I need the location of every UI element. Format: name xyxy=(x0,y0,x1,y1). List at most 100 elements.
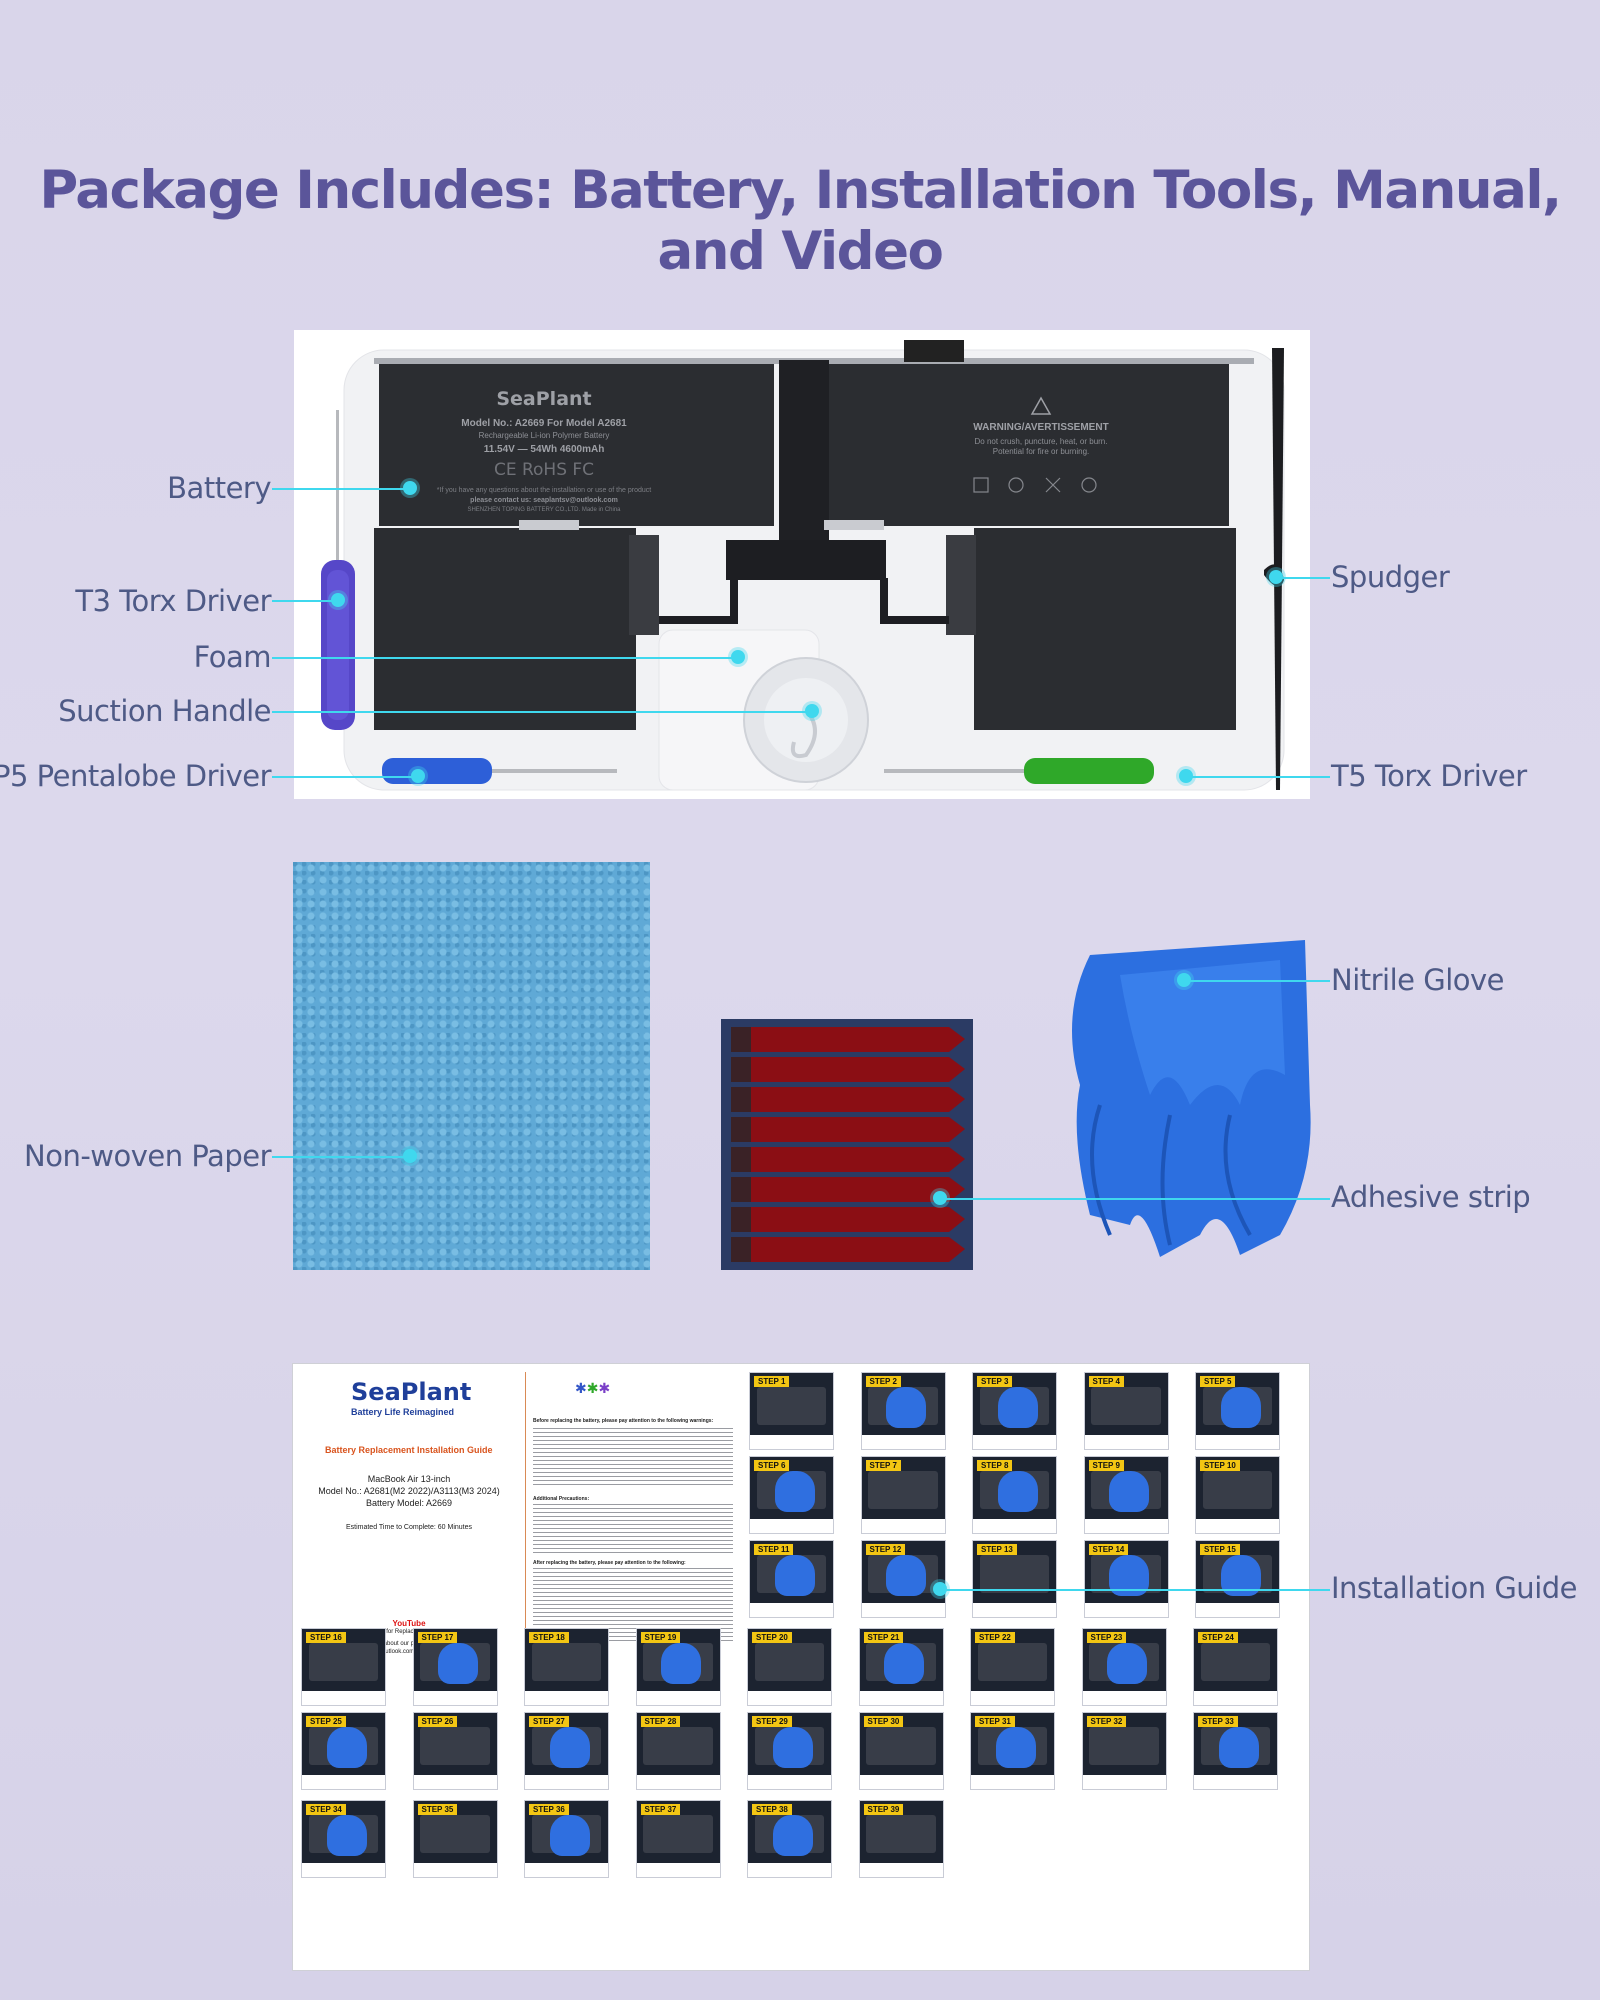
guide-step-label: STEP 14 xyxy=(1088,1544,1129,1555)
guide-step-thumbnail: STEP 19 xyxy=(635,1628,721,1706)
guide-step-label: STEP 4 xyxy=(1088,1376,1124,1387)
guide-step-thumbnail: STEP 32 xyxy=(1081,1712,1167,1790)
guide-step-thumbnail: STEP 4 xyxy=(1083,1372,1169,1450)
battery-warning-line1: Do not crush, puncture, heat, or burn. xyxy=(975,437,1108,446)
callout-dot-adhesive xyxy=(933,1191,947,1205)
guide-step-thumbnail: STEP 31 xyxy=(970,1712,1055,1790)
p5-driver-handle xyxy=(382,758,492,784)
guide-step-label: STEP 12 xyxy=(865,1544,906,1555)
non-woven-paper xyxy=(293,862,650,1270)
callout-nitrile-glove: Nitrile Glove xyxy=(1331,963,1505,997)
callout-installation-guide: Installation Guide xyxy=(1331,1571,1578,1605)
adhesive-strip-tab xyxy=(731,1147,751,1172)
guide-section-warnings: Before replacing the battery, please pay… xyxy=(533,1418,714,1424)
guide-step-label: STEP 22 xyxy=(975,1632,1015,1643)
callout-dot-glove xyxy=(1177,973,1191,987)
callout-p5-pentalobe-driver: P5 Pentalobe Driver xyxy=(0,759,271,793)
callout-t3-torx-driver: T3 Torx Driver xyxy=(75,584,271,618)
guide-step-thumbnail: STEP 15 xyxy=(1195,1540,1280,1618)
guide-step-label: STEP 28 xyxy=(640,1716,681,1727)
adhesive-strip xyxy=(751,1147,965,1172)
adhesive-strip xyxy=(751,1057,965,1082)
nitrile-gloves xyxy=(1040,935,1320,1265)
battery-warning-line2: Potential for fire or burning. xyxy=(993,447,1090,456)
adhesive-strip xyxy=(751,1117,965,1142)
warning-triangle-icon xyxy=(1030,396,1052,415)
adhesive-strip xyxy=(751,1087,965,1112)
guide-step-label: STEP 18 xyxy=(529,1632,569,1643)
callout-dot-battery xyxy=(403,481,417,495)
guide-step-label: STEP 3 xyxy=(977,1376,1013,1387)
adhesive-strip-tab xyxy=(731,1207,751,1232)
callout-battery: Battery xyxy=(167,471,271,505)
callout-dot-p5 xyxy=(411,769,425,783)
screw-icons: ✱✱✱ xyxy=(575,1380,611,1396)
callout-line-adhesive xyxy=(940,1198,1330,1200)
guide-step-label: STEP 27 xyxy=(529,1716,569,1727)
adhesive-strips xyxy=(721,1019,973,1270)
guide-step-thumbnail: STEP 11 xyxy=(749,1540,834,1618)
tools-tray-illustration: SeaPlant Model No.: A2669 For Model A268… xyxy=(321,340,1285,791)
guide-step-thumbnail: STEP 6 xyxy=(749,1456,834,1534)
battery-spec: 11.54V — 54Wh 4600mAh xyxy=(484,444,605,455)
guide-step-label: STEP 9 xyxy=(1088,1460,1124,1471)
guide-step-thumbnail: STEP 25 xyxy=(301,1712,386,1790)
guide-step-thumbnail: STEP 30 xyxy=(858,1712,944,1790)
guide-step-label: STEP 37 xyxy=(640,1804,681,1815)
guide-device: MacBook Air 13-inch xyxy=(367,1474,451,1484)
guide-step-label: STEP 15 xyxy=(1200,1544,1240,1555)
guide-step-label: STEP 34 xyxy=(306,1804,346,1815)
guide-step-thumbnail: STEP 35 xyxy=(412,1800,498,1878)
callout-foam: Foam xyxy=(193,640,272,674)
guide-step-thumbnail: STEP 36 xyxy=(524,1800,609,1878)
page-title: Package Includes: Battery, Installation … xyxy=(39,160,1562,282)
battery-cell-top-right xyxy=(829,364,1229,526)
guide-contact1: For any questions about our products, pl… xyxy=(334,1641,484,1647)
guide-step-thumbnail: STEP 2 xyxy=(860,1372,946,1450)
guide-step-label: STEP 38 xyxy=(752,1804,792,1815)
guide-step-label: STEP 21 xyxy=(863,1632,904,1643)
guide-time: Estimated Time to Complete: 60 Minutes xyxy=(345,1524,473,1531)
callout-dot-t3 xyxy=(331,593,345,607)
guide-step-thumbnail: STEP 12 xyxy=(860,1540,946,1618)
t5-driver-handle xyxy=(1024,758,1154,784)
guide-step-label: STEP 30 xyxy=(863,1716,904,1727)
guide-step-thumbnail: STEP 9 xyxy=(1083,1456,1169,1534)
callout-dot-t5 xyxy=(1179,769,1193,783)
adhesive-strip-tab xyxy=(731,1177,751,1202)
guide-step-label: STEP 2 xyxy=(865,1376,901,1387)
guide-step-thumbnail: STEP 5 xyxy=(1195,1372,1280,1450)
guide-step-thumbnail: STEP 3 xyxy=(972,1372,1057,1450)
callout-non-woven-paper: Non-woven Paper xyxy=(24,1139,271,1173)
guide-step-label: STEP 35 xyxy=(417,1804,458,1815)
battery-maker: SHENZHEN TOPING BATTERY CO.,LTD. Made in… xyxy=(467,507,621,513)
guide-section-after: After replacing the battery, please pay … xyxy=(533,1560,686,1566)
callout-line-p5 xyxy=(272,776,418,778)
guide-step-thumbnail: STEP 24 xyxy=(1193,1628,1278,1706)
guide-step-thumbnail: STEP 14 xyxy=(1083,1540,1169,1618)
guide-step-thumbnail: STEP 17 xyxy=(412,1628,498,1706)
callout-suction-handle: Suction Handle xyxy=(58,694,271,728)
guide-scan: Scan for Replacement Video xyxy=(370,1629,448,1635)
guide-step-thumbnail: STEP 20 xyxy=(747,1628,832,1706)
adhesive-strip xyxy=(751,1027,965,1052)
battery-cell-top-left xyxy=(379,364,774,526)
callout-line-paper xyxy=(272,1156,410,1158)
guide-step-thumbnail: STEP 1 xyxy=(749,1372,834,1450)
guide-step-thumbnail: STEP 39 xyxy=(858,1800,944,1878)
battery-certs: CE RoHS FC xyxy=(494,460,594,480)
callout-dot-foam xyxy=(731,650,745,664)
guide-models: Model No.: A2681(M2 2022)/A3113(M3 2024) xyxy=(318,1486,500,1496)
battery-contact: please contact us: seaplantsv@outlook.co… xyxy=(470,497,618,504)
guide-step-label: STEP 6 xyxy=(754,1460,790,1471)
callout-line-suction xyxy=(272,711,812,713)
guide-step-label: STEP 39 xyxy=(863,1804,904,1815)
guide-brand: SeaPlant xyxy=(351,1378,472,1406)
guide-step-thumbnail: STEP 10 xyxy=(1195,1456,1280,1534)
guide-step-thumbnail: STEP 26 xyxy=(412,1712,498,1790)
battery-model: Model No.: A2669 For Model A2681 xyxy=(461,418,627,429)
guide-step-label: STEP 11 xyxy=(754,1544,794,1555)
guide-section-precautions: Additional Precautions: xyxy=(533,1496,590,1502)
adhesive-strip-tab xyxy=(731,1117,751,1142)
callout-dot-guide xyxy=(933,1582,947,1596)
